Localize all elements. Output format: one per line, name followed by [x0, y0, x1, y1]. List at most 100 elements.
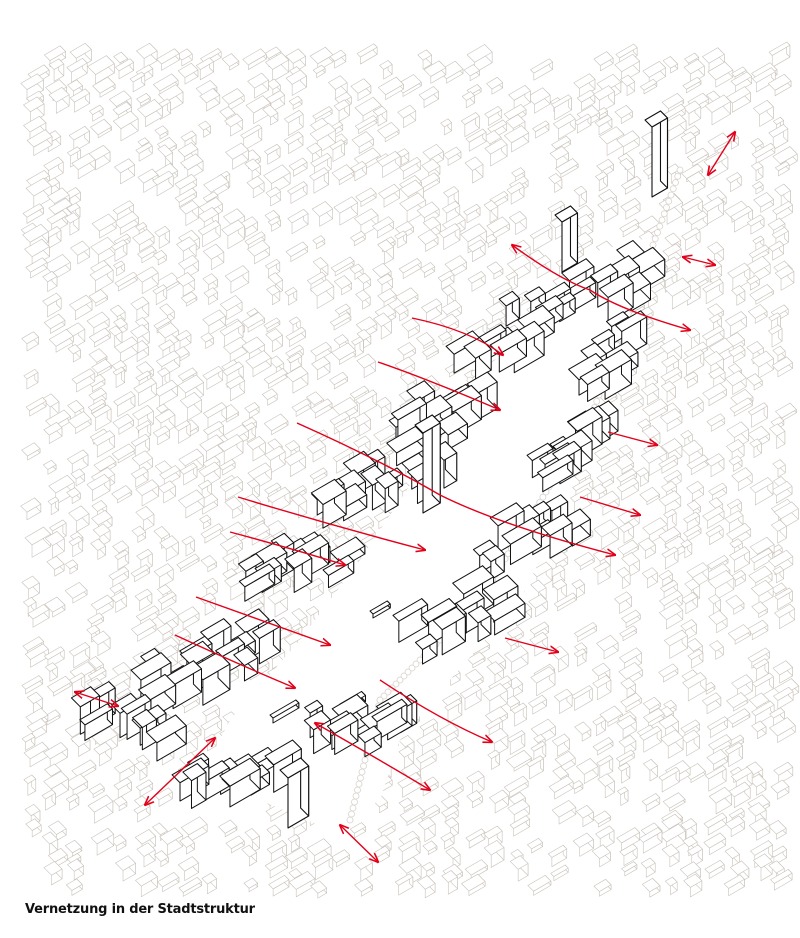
context-building	[246, 175, 265, 190]
context-building	[728, 807, 745, 819]
context-building	[486, 216, 510, 234]
context-building	[439, 313, 459, 328]
context-building	[64, 839, 83, 854]
context-building	[264, 445, 286, 461]
context-building	[198, 120, 211, 131]
context-building	[43, 156, 64, 171]
context-building	[683, 59, 705, 75]
context-building	[529, 632, 549, 646]
context-building	[596, 634, 619, 652]
context-building	[659, 823, 686, 843]
context-building	[438, 331, 453, 342]
context-building	[263, 317, 281, 329]
context-building	[747, 425, 770, 443]
context-building	[311, 201, 333, 217]
context-building	[596, 451, 620, 467]
context-building	[22, 203, 44, 218]
context-building	[642, 398, 668, 417]
context-building	[306, 271, 326, 285]
context-building	[267, 216, 281, 226]
context-building	[573, 113, 592, 126]
context-building	[661, 843, 680, 858]
context-building	[467, 271, 486, 284]
context-building	[482, 130, 502, 145]
context-building	[572, 832, 594, 848]
context-building	[372, 105, 388, 117]
context-building	[174, 174, 198, 190]
context-building	[93, 455, 117, 472]
context-building	[152, 170, 174, 186]
context-building	[154, 408, 176, 424]
context-building	[642, 517, 668, 536]
context-building	[355, 316, 378, 333]
context-building	[25, 707, 49, 725]
context-building	[619, 219, 640, 233]
context-building	[219, 295, 243, 312]
context-building	[156, 622, 174, 636]
context-building	[422, 345, 439, 357]
context-building	[772, 146, 798, 165]
context-building	[768, 312, 781, 322]
context-building	[154, 125, 169, 136]
context-building	[619, 392, 644, 409]
context-building	[661, 480, 677, 493]
context-building	[619, 158, 635, 171]
context-building	[23, 115, 47, 133]
context-building	[595, 171, 608, 181]
context-building	[418, 86, 439, 101]
context-building	[616, 130, 640, 147]
context-building	[44, 646, 65, 661]
context-building	[377, 151, 401, 167]
context-building	[378, 76, 404, 96]
context-building	[44, 45, 66, 61]
context-building	[333, 196, 359, 214]
context-building	[70, 468, 85, 480]
context-building	[177, 62, 199, 78]
context-building	[664, 232, 682, 246]
context-building	[685, 638, 703, 652]
context-building	[621, 609, 641, 624]
context-building	[195, 80, 218, 96]
context-building	[681, 227, 701, 241]
context-building	[509, 815, 530, 829]
context-building	[417, 49, 432, 61]
context-building	[312, 257, 329, 270]
tower-building	[659, 110, 669, 189]
context-building	[659, 337, 682, 354]
context-building	[334, 303, 351, 315]
context-building	[310, 341, 332, 357]
context-building	[351, 131, 374, 148]
context-building	[682, 100, 702, 114]
context-building	[137, 99, 163, 118]
context-building	[246, 308, 259, 317]
context-building	[25, 257, 48, 273]
context-building	[67, 411, 92, 429]
context-building	[682, 672, 707, 689]
context-building	[91, 213, 117, 232]
context-building	[136, 549, 153, 561]
context-building	[44, 596, 66, 613]
context-building	[686, 454, 709, 470]
context-building	[197, 207, 219, 223]
context-building	[199, 434, 224, 452]
context-building	[423, 60, 447, 77]
context-building	[422, 840, 438, 852]
context-building	[288, 95, 303, 106]
context-building	[486, 77, 503, 90]
context-building	[751, 700, 775, 717]
context-building	[660, 408, 683, 425]
context-building	[179, 462, 198, 475]
context-building	[312, 106, 333, 120]
context-building	[598, 189, 617, 204]
context-building	[687, 396, 704, 409]
context-building	[66, 202, 81, 213]
context-building	[290, 493, 308, 506]
context-building	[702, 325, 725, 341]
context-building	[136, 361, 154, 376]
context-building	[203, 243, 225, 260]
context-building	[329, 371, 348, 386]
context-building	[110, 834, 127, 847]
context-building	[200, 523, 224, 539]
context-building	[421, 298, 442, 313]
context-building	[115, 58, 134, 72]
